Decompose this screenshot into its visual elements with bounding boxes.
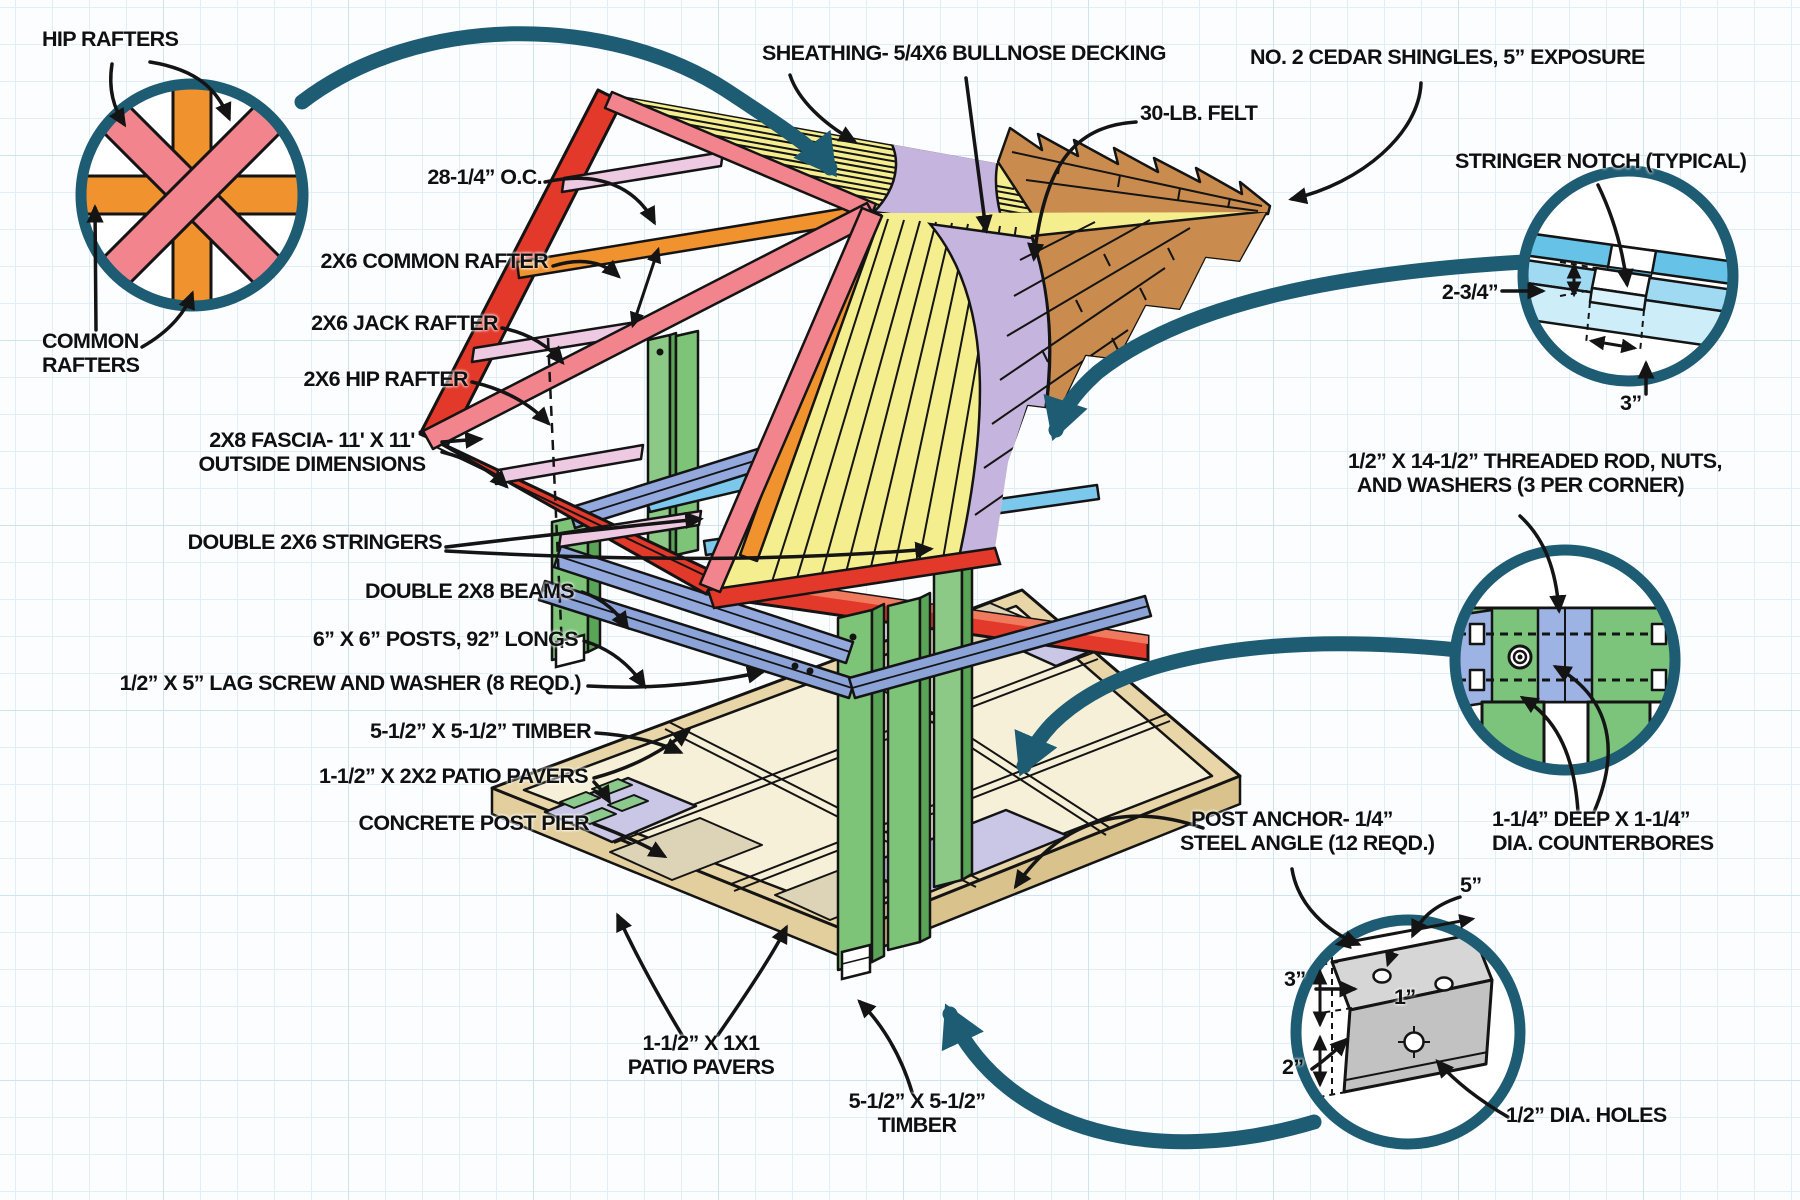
counterbores-line1: 1-1/4” DEEP X 1-1/4”: [1492, 807, 1691, 831]
post-anchor-line1: POST ANCHOR- 1/4”: [1191, 807, 1393, 831]
counterbores-line2: DIA. COUNTERBORES: [1492, 830, 1714, 855]
pier-label: CONCRETE POST PIER: [358, 811, 589, 835]
bolt-hole: [1372, 968, 1392, 984]
anchor-dim-1: 1”: [1394, 985, 1416, 1009]
common-rafters-label: COMMON RAFTERS: [42, 329, 140, 377]
detail-circle-threaded-rod: [1449, 544, 1681, 776]
center-plumb-line: [546, 337, 564, 649]
detail-circle-post-anchor: [1290, 914, 1526, 1150]
common-rafters-line1: COMMON: [42, 329, 139, 353]
timber-bottom-line1: 5-1/2” X 5-1/2”: [848, 1089, 986, 1113]
detail-connectors: [294, 26, 1532, 1150]
counterbores-label: 1-1/4” DEEP X 1-1/4” DIA. COUNTERBORES: [1492, 807, 1714, 855]
fascia-line1: 2X8 FASCIA- 11' X 11': [209, 428, 415, 452]
stringer-notch-title: STRINGER NOTCH (TYPICAL): [1455, 149, 1747, 173]
timber-label: 5-1/2” X 5-1/2” TIMBER: [370, 719, 592, 743]
threaded-rod-label: 1/2” X 14-1/2” THREADED ROD, NUTS, AND W…: [1348, 449, 1722, 497]
posts-label: 6” X 6” POSTS, 92” LONGS: [312, 627, 579, 651]
threaded-rod-line1: 1/2” X 14-1/2” THREADED ROD, NUTS,: [1348, 449, 1722, 473]
fascia-line2: OUTSIDE DIMENSIONS: [198, 451, 427, 476]
bolt-hole: [1434, 976, 1454, 992]
beams-label: DOUBLE 2X8 BEAMS: [364, 579, 575, 603]
jack-rafter-label: 2X6 JACK RAFTER: [311, 311, 499, 335]
lag-screw-label: 1/2” X 5” LAG SCREW AND WASHER (8 REQD.): [119, 671, 582, 695]
counterbore-mark: [1507, 644, 1533, 670]
anchor-dim-2: 2”: [1282, 1055, 1304, 1079]
jack-rafter: [494, 443, 645, 486]
notch-width-dim: 3”: [1620, 391, 1642, 415]
stringers-label: DOUBLE 2X6 STRINGERS: [187, 530, 443, 554]
steel-angle-bracket: [1330, 932, 1494, 1094]
felt-label: 30-LB. FELT: [1140, 101, 1258, 125]
fascia-label: 2X8 FASCIA- 11' X 11' OUTSIDE DIMENSIONS: [186, 428, 438, 476]
oc-spacing-label: 28-1/4” O.C.: [427, 165, 542, 189]
pavers-2x2-label: 1-1/2” X 2X2 PATIO PAVERS: [319, 764, 589, 788]
fascia-eave-strip: [706, 546, 1002, 610]
roof-top-shingles: [996, 126, 1272, 216]
shingles-label: NO. 2 CEDAR SHINGLES, 5” EXPOSURE: [1250, 45, 1645, 69]
hip-rafter: [698, 206, 884, 594]
anchor-holes-label: 1/2” DIA. HOLES: [1506, 1103, 1667, 1127]
sheathing-label: SHEATHING- 5/4X6 BULLNOSE DECKING: [762, 41, 1166, 65]
common-rafter-label: 2X6 COMMON RAFTER: [320, 249, 548, 273]
notch-depth-dim: 2-3/4”: [1441, 280, 1499, 304]
dimension-arrows: [629, 246, 1638, 1088]
post-anchor-brackets: [554, 633, 872, 981]
post-anchor-label: POST ANCHOR- 1/4” STEEL ANGLE (12 REQD.): [1180, 807, 1435, 855]
hip-rafters-label: HIP RAFTERS: [42, 27, 179, 51]
pavers-1x1-label: 1-1/2” X 1X1 PATIO PAVERS: [608, 1031, 794, 1079]
pavers-1x1-line2: PATIO PAVERS: [627, 1054, 775, 1079]
pavers-1x1-line1: 1-1/2” X 1X1: [642, 1031, 760, 1055]
bolt-hole: [1403, 1031, 1425, 1053]
detail-circle-stringer-notch: [1517, 165, 1739, 387]
timber-bottom-line2: TIMBER: [877, 1112, 957, 1137]
anchor-dim-5: 5”: [1460, 873, 1482, 897]
lag-screw: [806, 667, 814, 675]
hip-rafter-label: 2X6 HIP RAFTER: [303, 367, 469, 391]
washer-nut: [1468, 622, 1668, 692]
threaded-rod-line2: AND WASHERS (3 PER CORNER): [1356, 472, 1685, 497]
common-rafters-line2: RAFTERS: [42, 352, 140, 377]
detail-circle-rafters: [75, 78, 309, 312]
anchor-dim-3: 3”: [1284, 967, 1306, 991]
lag-screw: [791, 662, 799, 670]
timber-bottom-label: 5-1/2” X 5-1/2” TIMBER: [822, 1089, 1012, 1137]
post-anchor-line2: STEEL ANGLE (12 REQD.): [1180, 830, 1435, 855]
